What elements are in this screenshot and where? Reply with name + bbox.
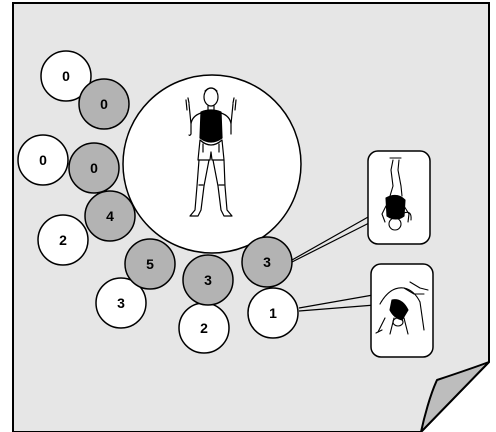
outer_ring-count-circle: 0 (18, 135, 68, 185)
inner_ring-count-circle: 4 (85, 191, 135, 241)
outer_ring-count-label: 0 (39, 152, 47, 168)
inner_ring-count-label: 3 (263, 254, 271, 270)
inner_ring-count-circle: 5 (125, 239, 175, 289)
inner_ring-count-circle: 3 (183, 255, 233, 305)
inner_ring-count-label: 5 (146, 256, 154, 272)
inner_ring-count-circle: 0 (79, 79, 129, 129)
outer_ring-count-label: 2 (200, 320, 208, 336)
outer_ring-count-label: 0 (62, 68, 70, 84)
outer_ring-count-circle: 2 (179, 303, 229, 353)
inner_ring-count-label: 3 (204, 272, 212, 288)
outer_ring-count-circle: 1 (248, 288, 298, 338)
outer_ring-count-circle: 2 (38, 215, 88, 265)
inner_ring-count-circle: 0 (69, 143, 119, 193)
inner_ring-count-label: 0 (90, 160, 98, 176)
inner_ring-count-label: 4 (106, 208, 114, 224)
inner_ring-count-label: 0 (100, 96, 108, 112)
outer_ring-count-label: 2 (59, 232, 67, 248)
outer_ring-count-label: 3 (117, 295, 125, 311)
inner_ring-count-circle: 3 (242, 237, 292, 287)
outer_ring-count-label: 1 (269, 305, 277, 321)
